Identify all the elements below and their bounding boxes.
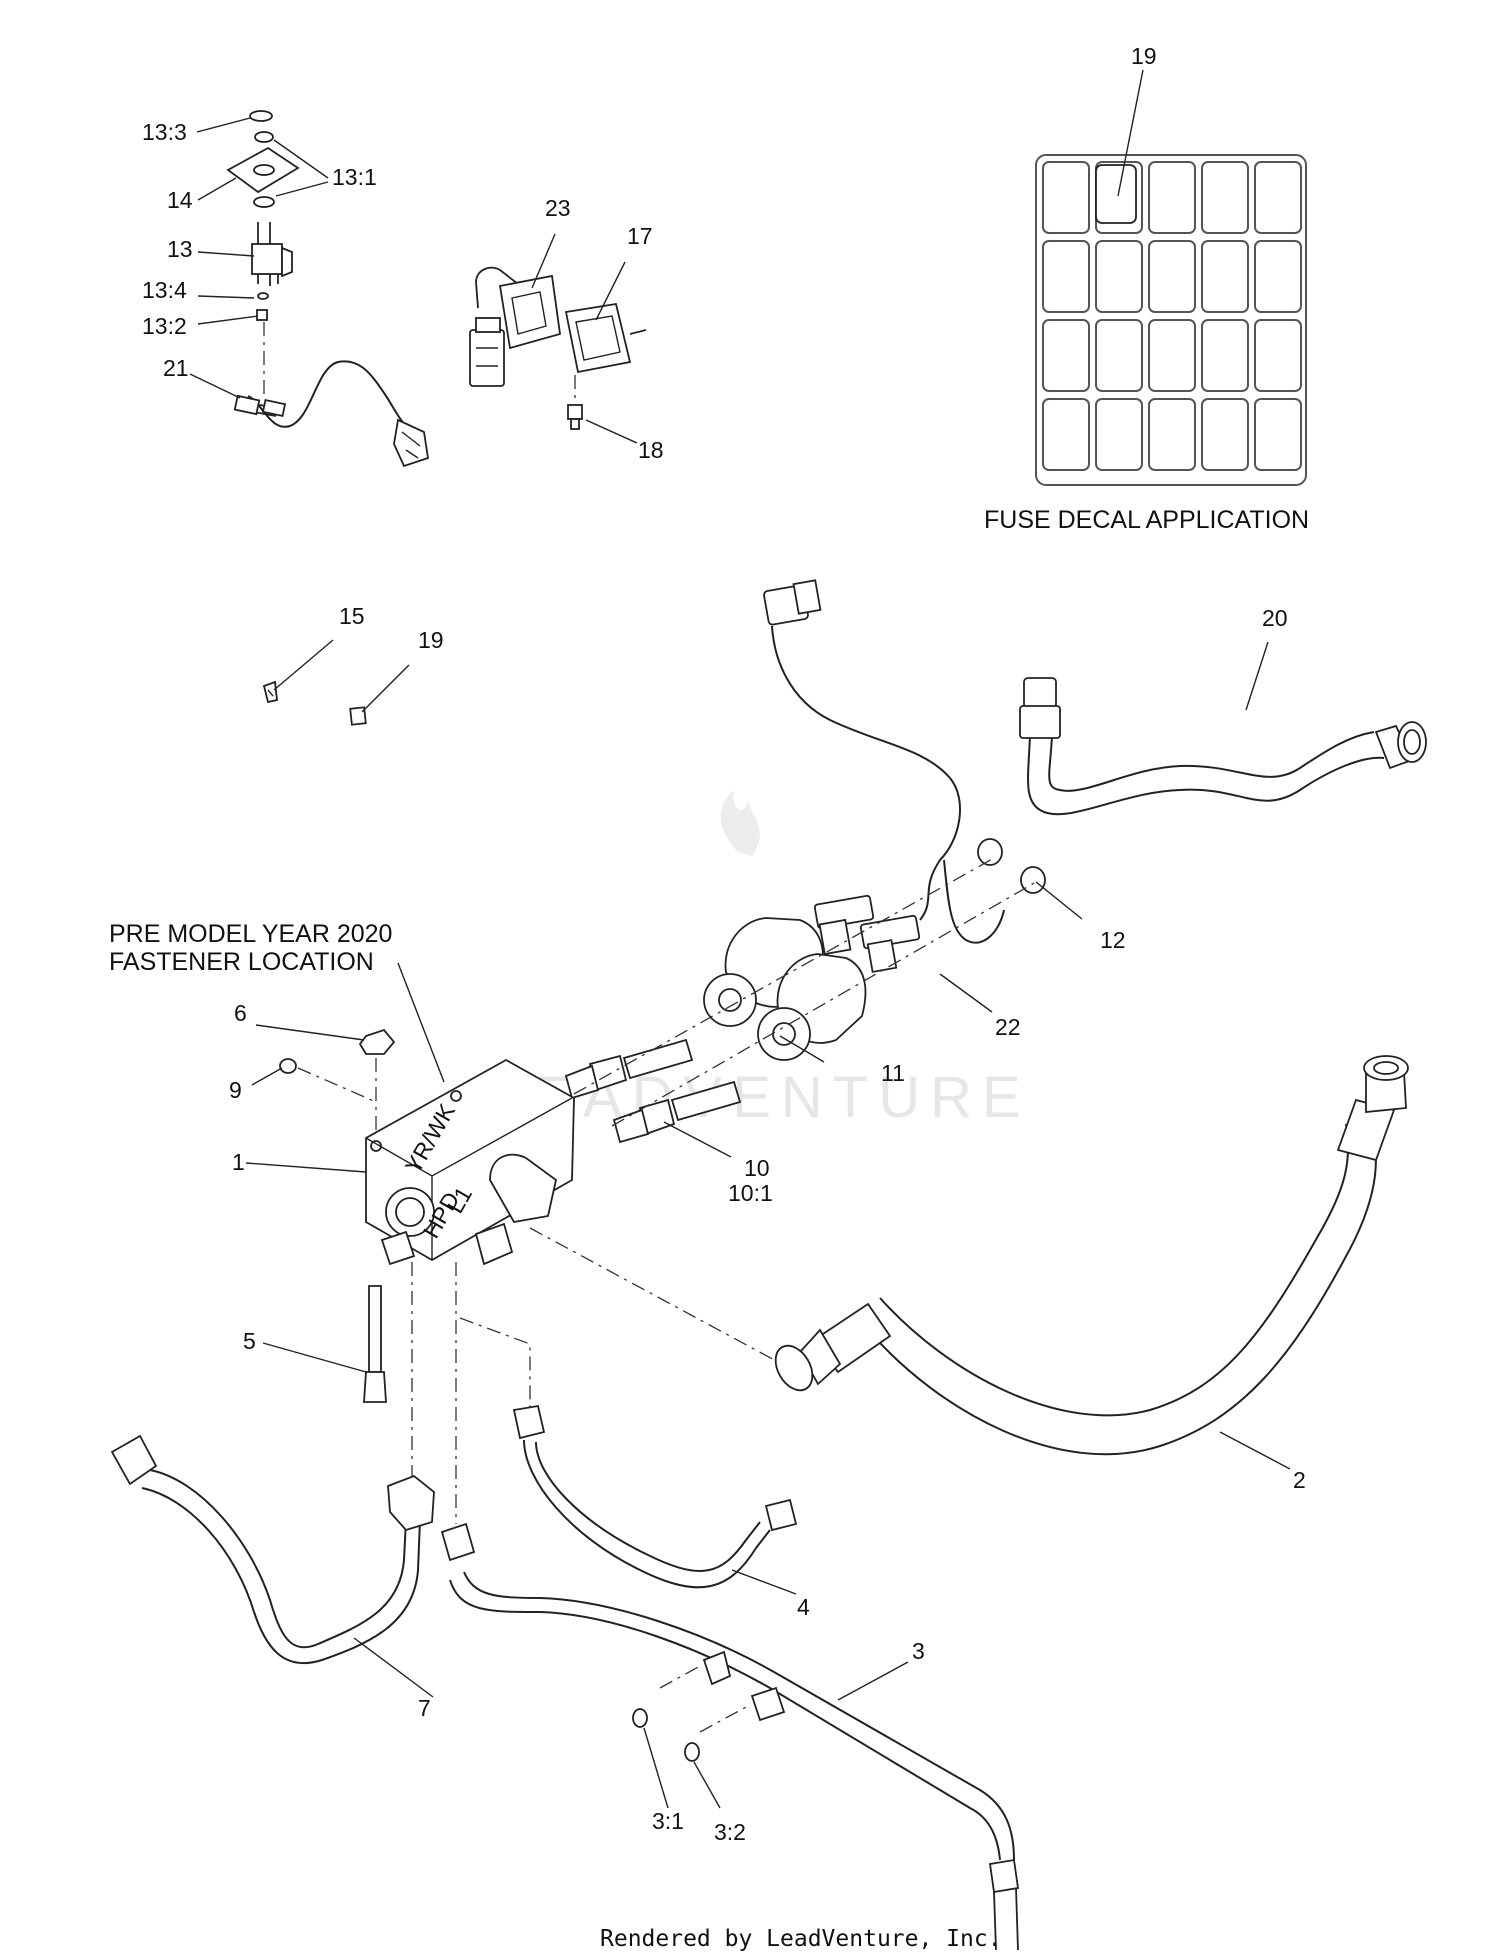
callout-3: 3 — [912, 1638, 925, 1664]
harness-22 — [763, 579, 1046, 973]
callout-6: 6 — [234, 1000, 247, 1026]
fuse-cell — [1042, 319, 1090, 392]
callout-13-4: 13:4 — [142, 277, 187, 303]
callout-13-2: 13:2 — [142, 313, 187, 339]
switch-assembly — [226, 110, 430, 468]
fuse-cell — [1148, 398, 1196, 471]
footer-credit: Rendered by LeadVenture, Inc. — [600, 1926, 1002, 1952]
callout-10: 10 — [744, 1155, 770, 1181]
fuse-cell — [1148, 319, 1196, 392]
callout-15: 15 — [339, 603, 365, 629]
fuse-cell — [1148, 161, 1196, 234]
tube-3 — [440, 1522, 1020, 1951]
callout-5: 5 — [243, 1328, 256, 1354]
callout-3-1: 3:1 — [652, 1808, 684, 1834]
fuse-cell — [1201, 161, 1249, 234]
fasteners — [279, 1028, 396, 1403]
fuse-cell — [1254, 161, 1302, 234]
fuse-cell — [1148, 240, 1196, 313]
callout-4: 4 — [797, 1594, 810, 1620]
fuse-decal-caption: FUSE DECAL APPLICATION — [984, 506, 1309, 534]
alignment-lines — [297, 857, 1037, 1733]
fuse-cell — [1042, 240, 1090, 313]
fuse-cell — [1201, 398, 1249, 471]
callout-22: 22 — [995, 1014, 1021, 1040]
fuse-cell — [1201, 240, 1249, 313]
tube-7 — [110, 1434, 435, 1665]
callout-labels: 13:3 14 13:1 13 13:4 13:2 21 23 17 18 19… — [142, 43, 1306, 1845]
coils-11 — [703, 917, 867, 1061]
callout-11: 11 — [881, 1060, 905, 1086]
callout-1: 1 — [232, 1149, 245, 1175]
fuse-cell — [1095, 398, 1143, 471]
callout-18: 18 — [638, 437, 664, 463]
fuse-cell — [1042, 161, 1090, 234]
hose-20 — [1019, 677, 1427, 816]
callout-21: 21 — [163, 355, 189, 381]
tube-4 — [512, 1404, 798, 1589]
manifold-block: YR/WK HPD L1 — [365, 1058, 575, 1266]
callout-19-decal: 19 — [1131, 43, 1157, 69]
small-parts — [262, 680, 367, 726]
fuse-decal-grid — [1035, 154, 1307, 486]
fuse-cell — [1095, 319, 1143, 392]
captions: FUSE DECAL APPLICATION PRE MODEL YEAR 20… — [109, 506, 1309, 976]
callout-13-1: 13:1 — [332, 164, 377, 190]
fuse-cell — [1042, 398, 1090, 471]
callout-7: 7 — [418, 1695, 431, 1721]
callout-9: 9 — [229, 1077, 242, 1103]
relay-assembly — [469, 266, 647, 430]
callout-19: 19 — [418, 627, 444, 653]
fuse-cell — [1095, 240, 1143, 313]
callout-10-1: 10:1 — [728, 1180, 773, 1206]
leader-lines — [189, 69, 1291, 1809]
callout-13-3: 13:3 — [142, 119, 187, 145]
fuse-cell — [1201, 319, 1249, 392]
pre-model-caption-line2: FASTENER LOCATION — [109, 948, 374, 976]
valves-10 — [564, 1038, 742, 1144]
hose-2 — [774, 1055, 1409, 1456]
callout-13: 13 — [167, 236, 193, 262]
callout-3-2: 3:2 — [714, 1819, 746, 1845]
fuse-cell — [1254, 398, 1302, 471]
callout-12: 12 — [1100, 927, 1126, 953]
fuse-cell — [1254, 240, 1302, 313]
callout-17: 17 — [627, 223, 653, 249]
callout-23: 23 — [545, 195, 571, 221]
pre-model-caption-line1: PRE MODEL YEAR 2020 — [109, 920, 392, 948]
fuse-cell — [1254, 319, 1302, 392]
callout-2: 2 — [1293, 1467, 1306, 1493]
callout-14: 14 — [167, 187, 193, 213]
callout-20: 20 — [1262, 605, 1288, 631]
